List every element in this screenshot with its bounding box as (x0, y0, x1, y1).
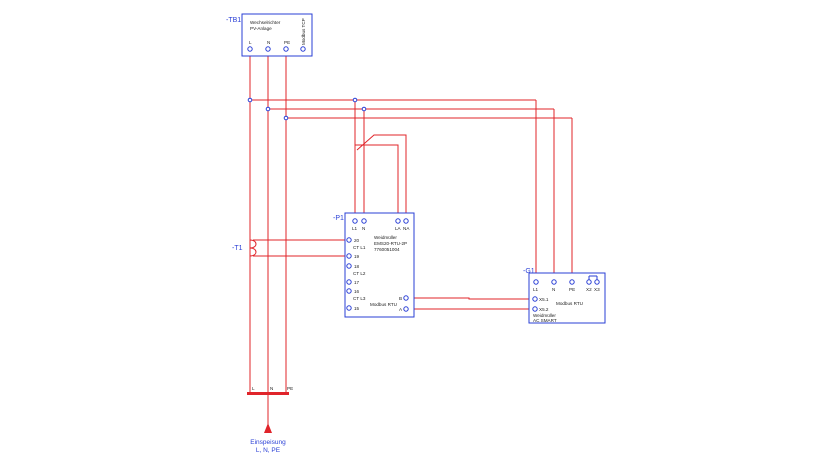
p1-label-ct-l3: CT L3 (353, 296, 366, 301)
tb1-terminal-n (265, 46, 271, 52)
p1-box (344, 212, 415, 318)
p1-tag: -P1 (333, 215, 344, 222)
tb1-line2: PV-Anlage (250, 26, 272, 31)
p1-terminal-label-n: N (362, 226, 365, 231)
g1-modbus-label: Modbus RTU (556, 301, 583, 306)
tb1-terminal-label-l: L (249, 40, 252, 45)
tb1-terminal-label-pe: PE (284, 40, 290, 45)
feed-label-line2: L, N, PE (256, 447, 281, 454)
p1-terminal-19 (346, 253, 352, 259)
p1-line1: Weidmüller (374, 235, 397, 240)
g1-terminal-x3 (594, 279, 600, 285)
junction-node (352, 97, 358, 103)
feed-label-line1: Einspeisung (250, 439, 286, 446)
p1-terminal-15 (346, 305, 352, 311)
p1-terminal-l1 (352, 218, 358, 224)
g1-terminal-label-x5-2: X5.2 (539, 307, 549, 312)
feed-arrow (264, 423, 272, 433)
wires (249, 52, 573, 433)
junction-node (283, 115, 289, 121)
g1-terminal-label-pe: PE (569, 287, 575, 292)
p1-modbus-label: Modbus RTU (370, 302, 397, 307)
g1-terminal-label-x2: X2 (586, 287, 592, 292)
p1-terminal-label-16: 16 (354, 289, 360, 294)
device-t1: -T1 (232, 239, 258, 257)
device-g1: -G1 L1 N PE X2 X3 X5.1 X5.2 Modbus RTU W… (523, 268, 606, 324)
junction-node (247, 97, 253, 103)
g1-tag: -G1 (523, 268, 535, 275)
wire-modbus-b (408, 297, 533, 300)
busbar-label-l: L (252, 386, 255, 391)
g1-terminal-pe (569, 279, 575, 285)
tb1-terminal-l (247, 46, 253, 52)
g1-terminal-label-x3: X3 (594, 287, 600, 292)
p1-terminal-label-15: 15 (354, 306, 360, 311)
p1-terminal-b (403, 295, 409, 301)
junction-node (361, 106, 367, 112)
g1-terminal-label-l1: L1 (533, 287, 539, 292)
p1-terminal-label-19: 19 (354, 254, 360, 259)
p1-terminal-label-18: 18 (354, 264, 360, 269)
p1-terminal-la (395, 218, 401, 224)
tb1-terminal-modbus (300, 46, 306, 52)
p1-label-ct-l2: CT L2 (353, 271, 366, 276)
g1-terminal-x5-1 (532, 296, 538, 302)
g1-line2: AC SMART (533, 318, 557, 323)
p1-terminal-a (403, 306, 409, 312)
junction-nodes (247, 97, 367, 121)
g1-terminal-n (551, 279, 557, 285)
p1-terminal-label-na: NA (403, 226, 410, 231)
g1-terminal-label-x5-1: X5.1 (539, 297, 549, 302)
g1-terminal-label-n: N (552, 287, 555, 292)
g1-terminal-x2 (586, 279, 592, 285)
p1-line2: EMS20-RTU-2P (374, 241, 407, 246)
p1-terminal-17 (346, 279, 352, 285)
tb1-terminal-label-n: N (267, 40, 270, 45)
t1-tag: -T1 (232, 245, 243, 252)
busbar-label-n: N (270, 386, 273, 391)
p1-terminal-label-l1: L1 (352, 226, 358, 231)
tb1-tag: -TB1 (226, 17, 241, 24)
p1-terminal-label-20: 20 (354, 238, 360, 243)
p1-terminal-20 (346, 237, 352, 243)
p1-terminal-label-a: A (399, 307, 403, 312)
device-p1: -P1 L1 N LA NA Weidmüller EMS20-RTU-2P 7… (333, 212, 415, 318)
t1-ct-coil (249, 239, 257, 257)
device-tb1: -TB1 Wechselrichter PV-Anlage L N PE Mod… (226, 13, 313, 57)
junction-node (265, 106, 271, 112)
busbar (247, 392, 289, 395)
tb1-terminal-pe (283, 46, 289, 52)
p1-line3: 7760051004 (374, 247, 400, 252)
busbar-label-pe: PE (287, 386, 293, 391)
p1-terminal-label-la: LA (395, 226, 402, 231)
wire-p1-na (356, 134, 407, 220)
p1-terminal-label-b: B (399, 296, 402, 301)
g1-terminal-x5-2 (532, 306, 538, 312)
wire-p1-la (355, 144, 399, 220)
p1-terminal-n (361, 218, 367, 224)
p1-terminal-16 (346, 288, 352, 294)
tb1-terminal-label-modbus: Modbus TCP (301, 18, 306, 45)
p1-terminal-label-17: 17 (354, 280, 360, 285)
p1-terminal-na (403, 218, 409, 224)
tb1-line1: Wechselrichter (250, 20, 281, 25)
g1-terminal-l1 (533, 279, 539, 285)
g1-line1: Weidmüller (533, 313, 556, 318)
p1-label-ct-l1: CT L1 (353, 245, 366, 250)
p1-terminal-18 (346, 263, 352, 269)
g1-box (528, 272, 606, 324)
